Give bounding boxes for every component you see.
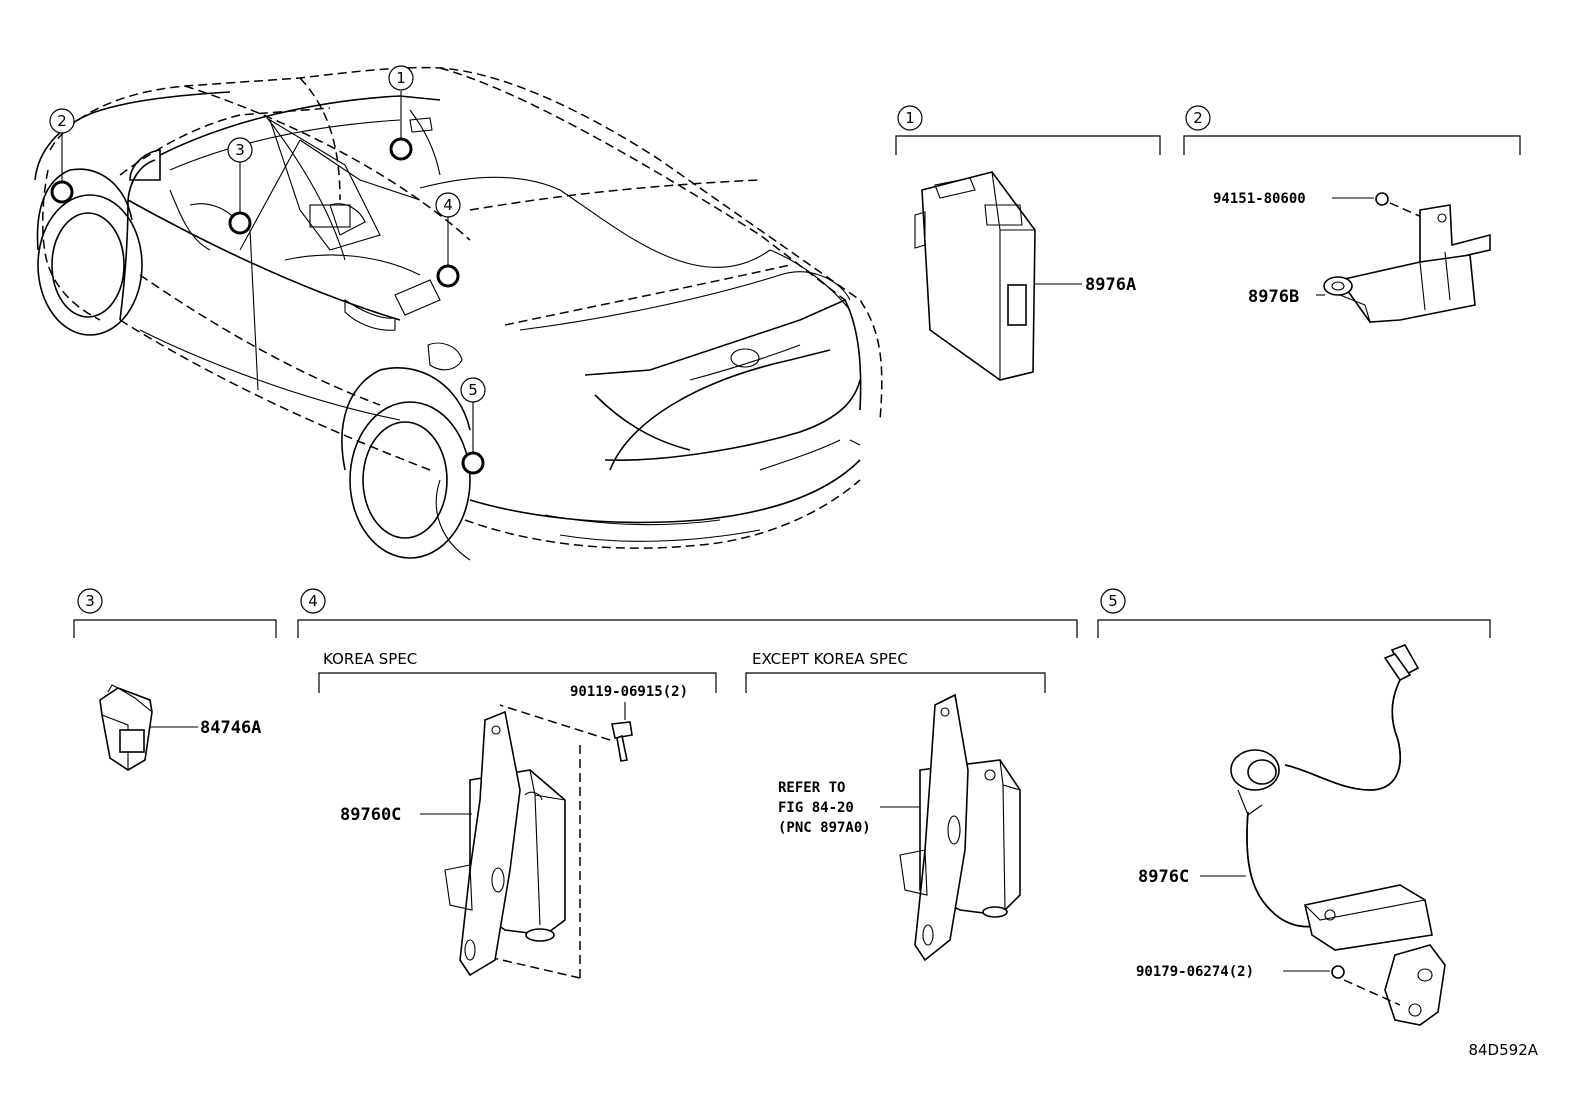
part-label-89760C: 89760C [340, 805, 401, 825]
section-2-number: 2 [1193, 109, 1203, 127]
diagram-id: 84D592A [1468, 1041, 1538, 1059]
location-point-2 [50, 180, 74, 204]
section-3-number: 3 [85, 592, 95, 610]
korea-spec-title: KOREA SPEC [323, 650, 417, 668]
section-5: 5 8976C 90179-06274(2) [1097, 588, 1491, 1026]
part-label-8976B: 8976B [1248, 287, 1299, 307]
vehicle-illustration [34, 66, 883, 561]
section-2: 2 94151-80600 8976B [1183, 105, 1521, 323]
part-label-84746A: 84746A [200, 718, 261, 738]
location-points [50, 91, 485, 475]
part-label-94151-80600: 94151-80600 [1213, 191, 1306, 207]
part-label-8976C: 8976C [1138, 867, 1189, 887]
refer-line-1: REFER TO [778, 780, 845, 796]
switch-84746A-drawing [99, 684, 153, 771]
svg-text:4: 4 [443, 196, 453, 214]
vehicle-callout-2: 2 [49, 108, 75, 134]
nut-icon [1331, 965, 1345, 979]
svg-text:5: 5 [468, 381, 478, 399]
nut-icon [1375, 192, 1389, 206]
section-4: 4 KOREA SPEC 90119-06915(2) 89760C [297, 588, 1078, 979]
location-point-1 [389, 137, 413, 161]
except-korea-spec-title: EXCEPT KOREA SPEC [752, 650, 908, 668]
vehicle-callout-4: 4 [435, 192, 461, 218]
refer-line-3: (PNC 897A0) [778, 820, 871, 836]
refer-line-2: FIG 84-20 [778, 800, 854, 816]
svg-text:2: 2 [57, 112, 67, 130]
vehicle-callouts: 1 2 3 4 5 [49, 65, 486, 403]
part-label-90119-06915: 90119-06915(2) [570, 684, 688, 700]
vehicle-callout-5: 5 [460, 377, 486, 403]
svg-text:1: 1 [396, 69, 406, 87]
location-point-4 [436, 264, 460, 288]
section-3: 3 84746A [73, 588, 277, 771]
sensor-8976C-drawing [1230, 644, 1446, 1026]
module-8976A-drawing [914, 171, 1036, 381]
part-label-90179-06274: 90179-06274(2) [1136, 964, 1254, 980]
location-point-5 [461, 451, 485, 475]
svg-text:3: 3 [235, 141, 245, 159]
vehicle-callout-3: 3 [227, 137, 253, 163]
part-label-8976A: 8976A [1085, 275, 1136, 295]
module-except-korea-drawing [899, 693, 1021, 962]
section-5-number: 5 [1108, 592, 1118, 610]
location-point-3 [228, 211, 252, 235]
vehicle-callout-1: 1 [388, 65, 414, 91]
section-1-number: 1 [905, 109, 915, 127]
section-1: 1 8976A [895, 105, 1161, 381]
section-4-number: 4 [308, 592, 318, 610]
module-8976B-drawing [1323, 204, 1491, 323]
bolt-icon [611, 721, 633, 762]
module-89760C-drawing [444, 710, 566, 977]
